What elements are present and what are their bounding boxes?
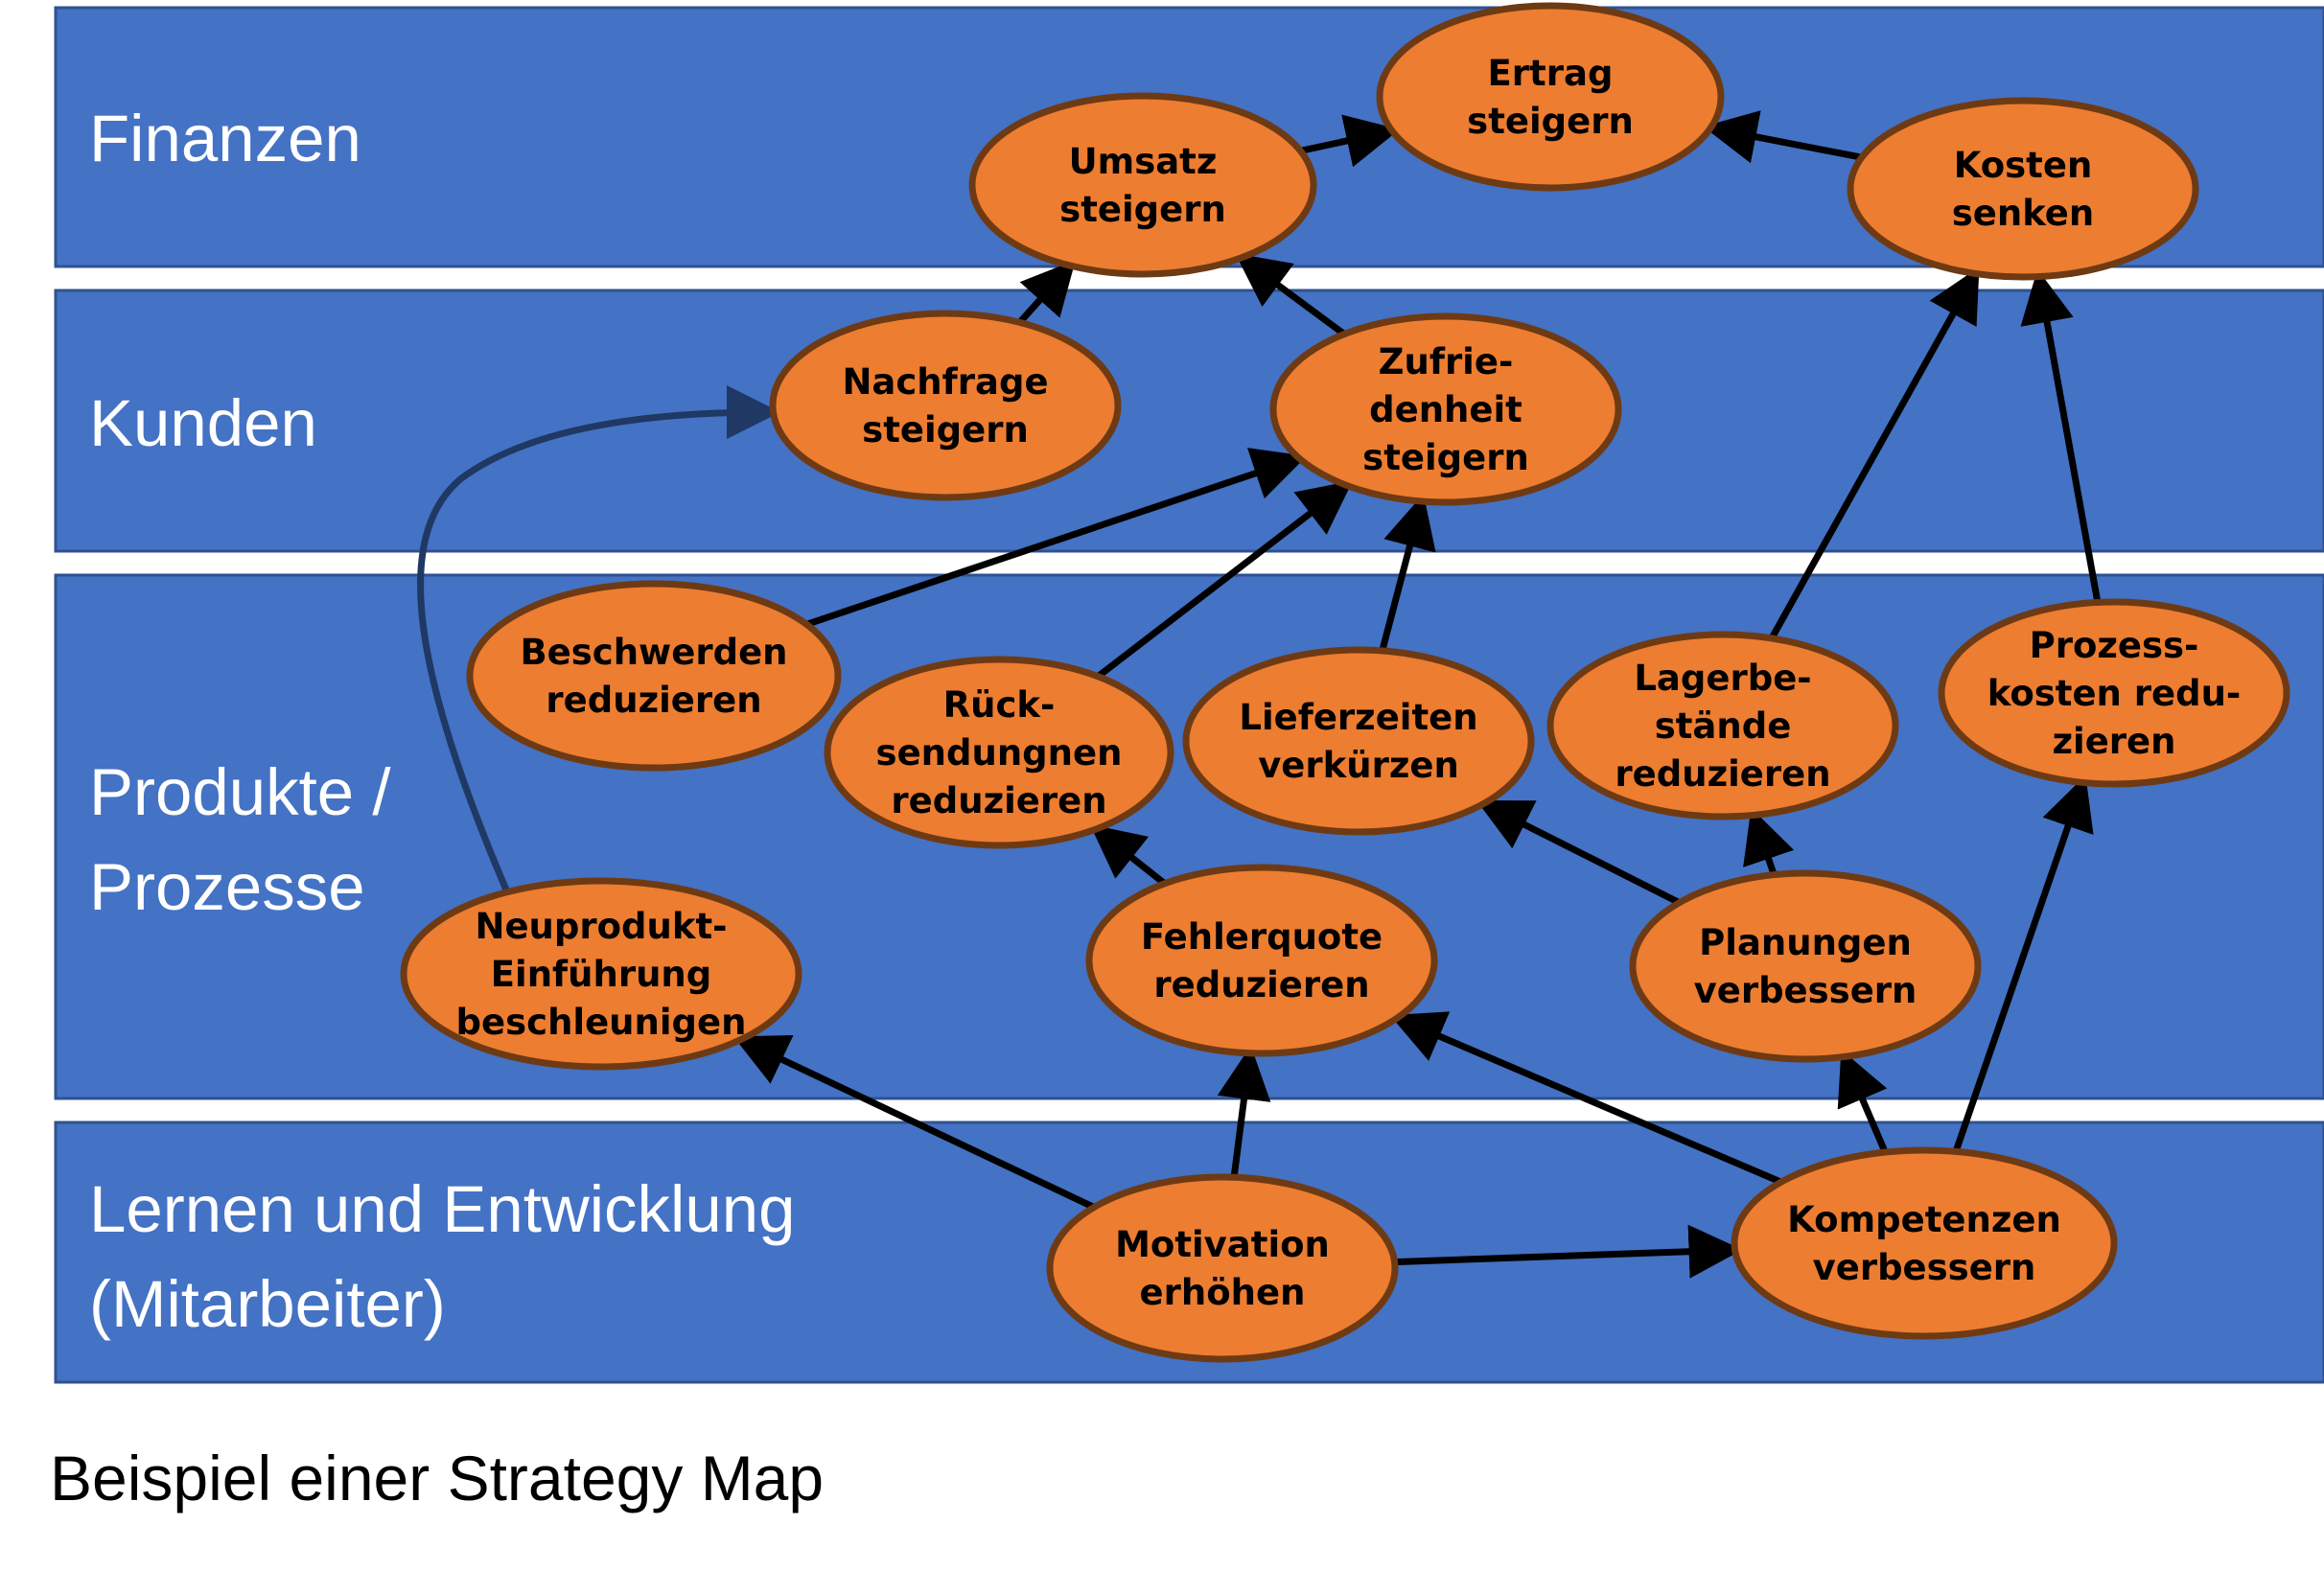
objective-ellipse [1376,2,1725,192]
arrow-lieferzeiten-to-zufriedenheit [1379,494,1436,652]
objective-motivation: Motivation erhöhen [1046,1173,1399,1363]
objective-ellipse [1085,864,1438,1057]
objective-zufriedenheit: Zufrie-denheit steigern [1269,312,1622,506]
objective-ellipse [824,656,1174,849]
objective-lager: Lagerbe-stände reduzieren [1546,631,1899,820]
arrow-umsatz-to-ertrag [1299,114,1400,168]
objective-label: steigern [1059,189,1226,230]
objective-ellipse [466,580,842,772]
objective-label: verbessern [1694,970,1917,1011]
objective-label: Lieferzeiten [1239,697,1477,738]
objective-ellipse [1847,97,2199,281]
objective-fehlerquote: Fehlerquote reduzieren [1085,864,1438,1057]
objective-label: Umsatz [1069,141,1218,182]
arrow-kosten-to-ertrag [1703,110,1863,164]
perspective-label: Produkte / [89,755,391,829]
objective-label: sendungnen [876,732,1123,774]
objective-nachfrage: Nachfrage steigern [769,310,1122,501]
objective-ellipse [968,92,1317,278]
objective-beschwerden: Beschwerden reduzieren [466,580,842,772]
objective-label: Neuprodukt- [475,906,727,947]
arrow-beschwerden-to-zufriedenheit [805,448,1307,628]
objective-label: kosten redu- [1987,673,2242,714]
band-background [54,289,2324,553]
objective-label: denheit [1369,389,1522,430]
perspective-label: Kunden [89,386,317,460]
objective-kosten: Kosten senken [1847,97,2199,281]
arrow-lager-to-kosten [1768,266,1980,640]
perspective-label: (Mitarbeiter) [89,1267,446,1341]
objective-umsatz: Umsatz steigern [968,92,1317,278]
cause-effect-arrows [417,110,2102,1279]
objective-label: Beschwerden [520,632,787,673]
arrow-planungen-to-lieferzeiten [1476,800,1682,906]
objective-label: reduzieren [1153,964,1369,1005]
objective-label: beschleunigen [456,1002,747,1043]
objective-label: Motivation [1115,1224,1330,1265]
perspective-label: Finanzen [89,102,361,175]
objective-ellipse [1731,1146,2118,1340]
objective-ellipse [1046,1173,1399,1363]
objective-neuprodukt: Neuprodukt- Einführung beschleunigen [400,877,802,1071]
objective-label: zieren [2053,721,2176,762]
arrow-zufriedenheit-to-umsatz [1235,253,1347,337]
objective-label: Einführung [491,954,712,995]
objective-ellipse [1629,869,1982,1063]
objective-ellipse [769,310,1122,501]
objective-label: Rück- [943,684,1056,726]
objective-label: senken [1952,193,2095,234]
objective-label: stände [1655,705,1792,747]
perspective-band-kunden: Kunden [54,289,2324,553]
objective-label: Planungen [1699,922,1912,963]
figure-caption: Beispiel einer Strategy Map [50,1443,824,1513]
arrow-kompetenzen-to-prozesskosten [1952,774,2094,1153]
perspective-label: Prozesse [89,850,365,924]
arrow-kompetenzen-to-planungen [1837,1050,1889,1154]
objective-ruecksendungen: Rück-sendungnen reduzieren [824,656,1174,849]
arrow-neuprodukt-to-nachfrage [417,385,780,896]
objective-prozesskosten: Prozess-kosten redu-zieren [1938,598,2290,788]
objective-label: Fehlerquote [1141,916,1383,958]
arrow-nachfrage-to-umsatz [1016,260,1076,325]
objective-ertrag: Ertrag steigern [1376,2,1725,192]
objective-kompetenzen: Kompetenzen verbessern [1731,1146,2118,1340]
objective-ellipse [400,877,802,1071]
objective-label: Nachfrage [842,361,1048,403]
objective-label: Prozess- [2030,625,2199,666]
objective-label: reduzieren [891,780,1106,821]
arrow-motivation-to-neuprodukt [732,1035,1096,1211]
arrow-motivation-to-fehlerquote [1217,1045,1271,1178]
objective-ellipse [1938,598,2290,788]
arrow-kompetenzen-to-fehlerquote [1389,1011,1783,1186]
objective-label: reduzieren [1615,753,1830,795]
objective-label: Kompetenzen [1787,1199,2061,1240]
objective-lieferzeiten: Lieferzeiten verkürzen [1182,646,1535,836]
arrow-prozesskosten-to-kosten [2020,268,2102,604]
objective-label: verkürzen [1258,745,1459,786]
objective-label: verbessern [1813,1247,2036,1288]
arrow-planungen-to-lager [1743,807,1795,876]
objective-ellipse [1269,312,1622,506]
arrow-motivation-to-kompetenzen [1394,1224,1743,1279]
objective-label: Kosten [1954,145,2093,186]
objective-label: Ertrag [1488,53,1614,94]
objective-planungen: Planungen verbessern [1629,869,1982,1063]
strategic-objectives: ErtragsteigernUmsatzsteigernKostensenken… [400,2,2290,1363]
objective-label: Zufrie- [1379,341,1514,382]
objective-label: steigern [862,409,1029,451]
objective-label: Lagerbe- [1634,658,1811,699]
arrow-fehlerquote-to-ruecksendungen [1089,824,1167,887]
arrow-ruecksendungen-to-zufriedenheit [1096,480,1353,680]
objective-ellipse [1182,646,1535,836]
objective-label: steigern [1362,437,1529,478]
objective-ellipse [1546,631,1899,820]
objective-label: steigern [1467,101,1634,142]
perspective-label: Lernen und Entwicklung [89,1172,796,1246]
objective-label: reduzieren [546,680,761,721]
objective-label: erhöhen [1140,1272,1306,1313]
